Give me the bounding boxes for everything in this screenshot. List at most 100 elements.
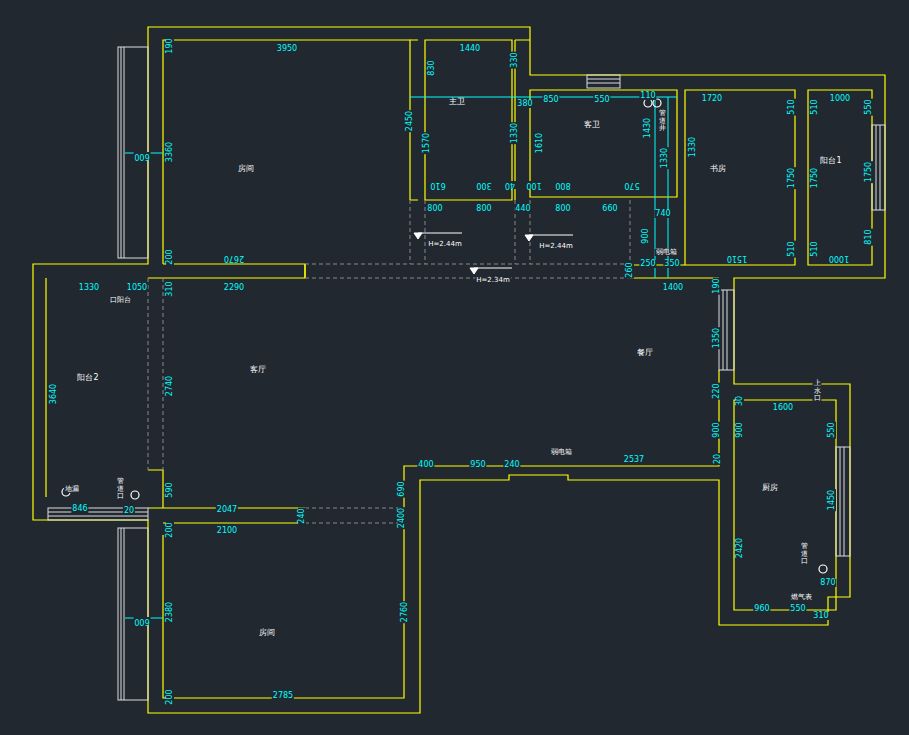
dimension-text: 1400 (662, 284, 684, 292)
dimension-text: 3640 (50, 383, 58, 405)
label-holder: 上水口 (813, 380, 822, 404)
label-holder: 550 (857, 98, 875, 115)
dimension-text: 660 (601, 205, 618, 213)
label-holder: 2450 (398, 110, 416, 132)
label-holder: 850 (542, 88, 559, 106)
label-holder: 客卫 (583, 113, 601, 131)
label-holder: 2740 (158, 375, 176, 397)
dimension-text: 1350 (713, 327, 721, 349)
dimension-text: 800 (426, 205, 443, 213)
label-holder: 1350 (705, 327, 723, 349)
label-holder: 1000 (828, 252, 850, 270)
label-holder: 100 (525, 179, 542, 197)
dimension-text: 2785 (272, 692, 294, 700)
dimension-text: 40 (504, 181, 516, 189)
dimension-text: 2760 (401, 601, 409, 623)
dimension-text: 690 (398, 480, 406, 497)
dimension-text: 100 (525, 181, 542, 189)
dimension-text: 400 (417, 461, 434, 469)
label-holder: 810 (857, 228, 875, 245)
label-holder: 260 (618, 261, 636, 278)
label-holder: 阳台1 (819, 149, 842, 167)
dimension-text: 1750 (865, 161, 873, 183)
dimension-text: 30 (736, 395, 744, 407)
room-name: 阳台1 (819, 157, 842, 165)
label-holder: 2670 (223, 252, 245, 270)
dimension-text: 190 (166, 37, 174, 54)
dimension-text: 310 (812, 612, 829, 620)
dimension-text: 350 (663, 260, 680, 268)
dimension-text: 240 (503, 461, 520, 469)
label-holder: 200 (158, 521, 176, 538)
label-holder: 1050 (126, 276, 148, 294)
label-holder: 660 (601, 197, 618, 215)
dimension-text: 900 (713, 421, 721, 438)
dimension-text: 260 (626, 261, 634, 278)
label-holder: 1750 (780, 167, 798, 189)
label-holder: 510 (803, 98, 821, 115)
dimension-text: 510 (811, 98, 819, 115)
label-holder: 690 (390, 480, 408, 497)
label-holder: 800 (426, 197, 443, 215)
windows (48, 47, 885, 700)
label-holder: 800 (554, 179, 571, 197)
dimension-text: 600 (133, 617, 150, 625)
label-holder: 1720 (701, 87, 723, 105)
dimension-text: 900 (642, 227, 650, 244)
label-holder: 1330 (503, 122, 521, 144)
dimension-text: 1440 (459, 45, 481, 53)
label-holder: H=2.34m (475, 268, 511, 286)
dimension-text: 846 (71, 505, 88, 513)
dimension-text: 550 (593, 96, 610, 104)
dimension-text: 380 (516, 100, 533, 108)
label-holder: 350 (663, 252, 680, 270)
dimension-text: 830 (428, 59, 436, 76)
label-holder: 550 (593, 88, 610, 106)
dimension-text: 330 (511, 51, 519, 68)
dimension-text: 190 (713, 277, 721, 294)
label-holder: 240 (290, 507, 308, 524)
dimension-text: 740 (654, 210, 671, 218)
label-holder: 20 (123, 499, 135, 517)
label-holder: 3950 (276, 37, 298, 55)
label-holder: 900 (705, 421, 723, 438)
label-holder: 1440 (459, 37, 481, 55)
dimension-text: 1430 (644, 117, 652, 139)
dimension-text: 310 (166, 280, 174, 297)
dimension-text: 850 (542, 96, 559, 104)
note-text: 上水口 (813, 380, 822, 403)
walls (33, 27, 885, 713)
dimension-text: 1750 (811, 167, 819, 189)
label-holder: 800 (554, 197, 571, 215)
dimension-text: 1330 (689, 136, 697, 158)
label-holder: 2047 (216, 498, 238, 516)
dimension-text: 510 (788, 98, 796, 115)
dimension-text: 870 (819, 579, 836, 587)
label-holder: 110 (639, 84, 656, 102)
note-text: 燃气表 (790, 594, 813, 601)
dimension-text: 2380 (166, 601, 174, 623)
dimension-text: 2740 (166, 375, 174, 397)
dimension-text: 3950 (276, 45, 298, 53)
label-holder: 950 (469, 453, 486, 471)
note-text: 地漏 (64, 486, 80, 493)
dimension-text: 2670 (223, 254, 245, 262)
note-text: 弱电箱 (655, 249, 678, 256)
dimension-text: 1330 (661, 147, 669, 169)
label-holder: 510 (780, 98, 798, 115)
label-holder: 2290 (223, 276, 245, 294)
dimension-text: 510 (788, 240, 796, 257)
label-holder: 3640 (42, 383, 60, 405)
room-name: 书房 (709, 165, 727, 173)
dimension-text: 1000 (828, 254, 850, 262)
room-name: 阳台2 (76, 374, 99, 382)
level-marks (414, 233, 573, 274)
label-holder: 1610 (528, 132, 546, 154)
dimension-text: 550 (828, 421, 836, 438)
dimension-text: 2400 (398, 507, 406, 529)
label-holder: 330 (503, 51, 521, 68)
label-holder: 1330 (653, 147, 671, 169)
note-text: H=2.44m (538, 243, 574, 250)
label-holder: 550 (789, 597, 806, 615)
label-holder: 房间 (258, 621, 276, 639)
